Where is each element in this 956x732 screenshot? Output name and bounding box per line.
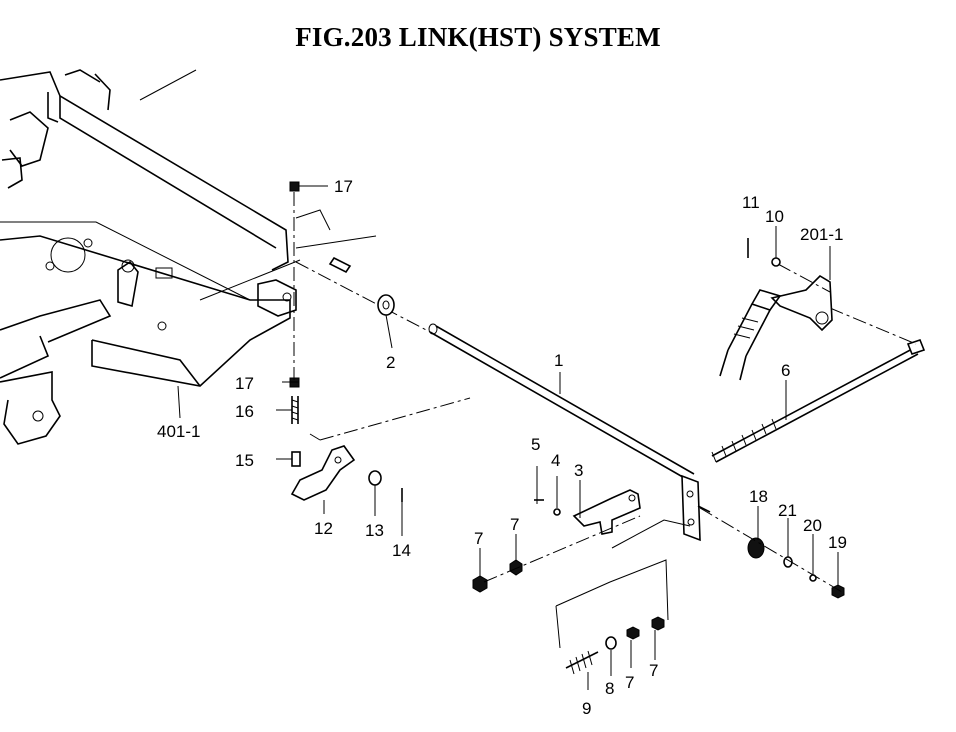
callout-21: 21 bbox=[778, 501, 797, 520]
callout-9: 9 bbox=[582, 699, 591, 718]
callout-1: 1 bbox=[554, 351, 563, 370]
callout-2: 2 bbox=[386, 353, 395, 372]
callout-14: 14 bbox=[392, 541, 411, 560]
lever-part-201-1 bbox=[719, 263, 833, 381]
callout-16: 16 bbox=[235, 402, 254, 421]
callout-401-1: 401-1 bbox=[157, 422, 200, 441]
callout-labels: 1 2 3 4 5 6 7 7 7 7 8 9 10 11 12 13 14 1… bbox=[157, 177, 847, 718]
callout-3: 3 bbox=[574, 461, 583, 480]
washer-part-4 bbox=[553, 508, 561, 516]
washer-part-13 bbox=[368, 470, 382, 486]
callout-7-lower-b: 7 bbox=[649, 661, 658, 680]
callout-18: 18 bbox=[749, 487, 768, 506]
callout-6: 6 bbox=[781, 361, 790, 380]
callout-17-top: 17 bbox=[334, 177, 353, 196]
shaft-part-1 bbox=[295, 261, 711, 542]
washer-part-10 bbox=[771, 257, 781, 267]
pin-upper bbox=[328, 256, 352, 274]
spring-group bbox=[555, 519, 691, 675]
callout-5: 5 bbox=[531, 435, 540, 454]
adjust-rod-parts bbox=[289, 181, 301, 467]
nut-parts-7 bbox=[472, 515, 665, 640]
callout-12: 12 bbox=[314, 519, 333, 538]
rod-end-hardware bbox=[699, 507, 845, 599]
callout-15: 15 bbox=[235, 451, 254, 470]
bracket-part-3 bbox=[572, 489, 641, 535]
frame-assembly bbox=[0, 69, 377, 445]
washer-part-2 bbox=[377, 294, 395, 316]
callout-20: 20 bbox=[803, 516, 822, 535]
callout-7-lower-a: 7 bbox=[625, 673, 634, 692]
callout-13: 13 bbox=[365, 521, 384, 540]
callout-19: 19 bbox=[828, 533, 847, 552]
callout-201-1: 201-1 bbox=[800, 225, 843, 244]
callout-4: 4 bbox=[551, 451, 560, 470]
callout-17-mid: 17 bbox=[235, 374, 254, 393]
figure-title: FIG.203 LINK(HST) SYSTEM bbox=[295, 22, 661, 52]
callout-7-mid: 7 bbox=[510, 515, 519, 534]
rod-part-6 bbox=[711, 307, 926, 463]
callout-11: 11 bbox=[742, 193, 760, 212]
callout-10: 10 bbox=[765, 207, 784, 226]
leader-lines bbox=[177, 185, 839, 690]
bracket-part-12 bbox=[290, 397, 471, 501]
callout-8: 8 bbox=[605, 679, 614, 698]
callout-7-left: 7 bbox=[474, 529, 483, 548]
